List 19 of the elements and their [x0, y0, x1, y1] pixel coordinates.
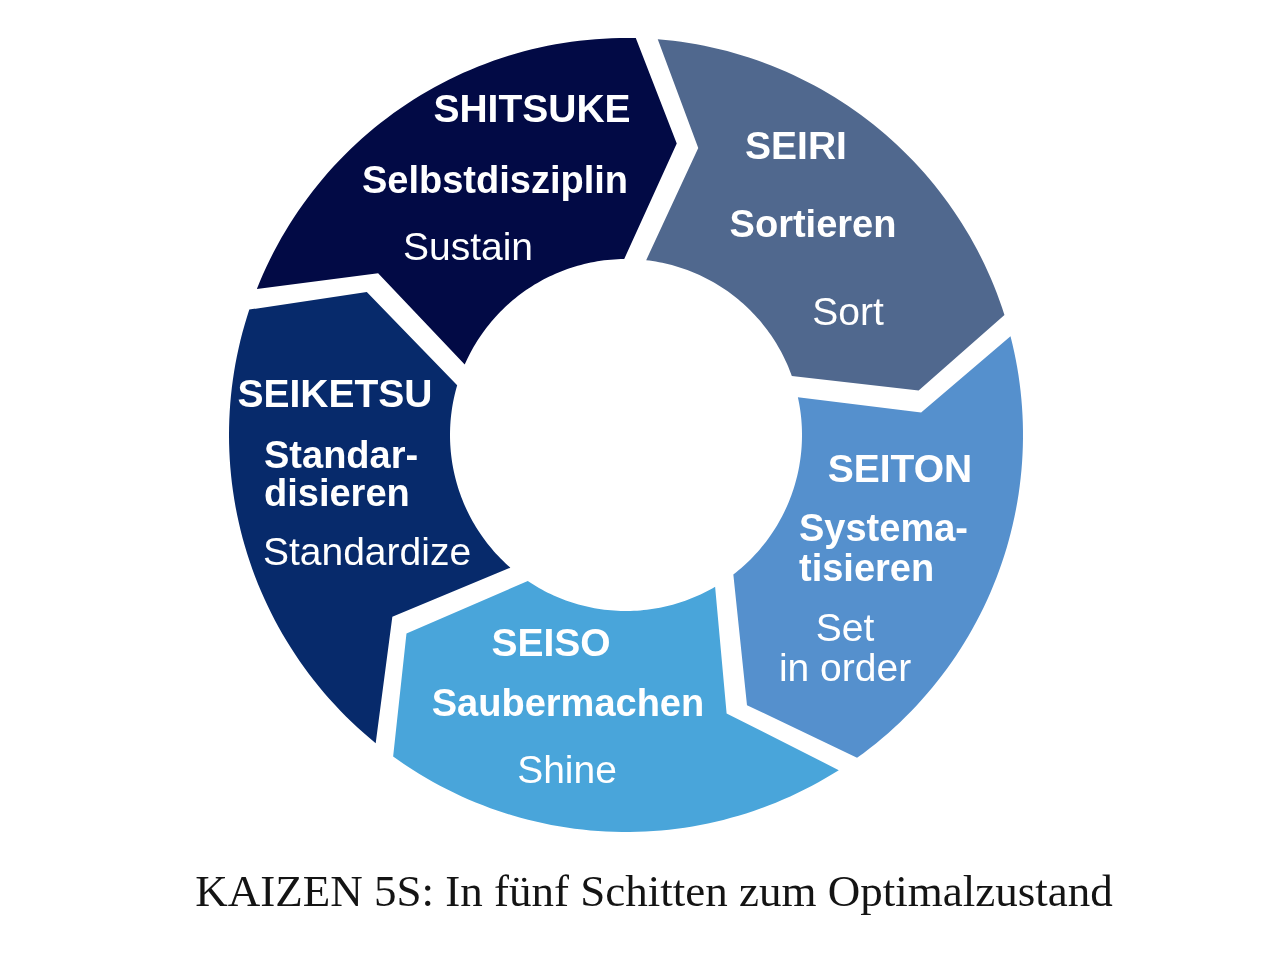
step-term: Selbstdisziplin [362, 158, 628, 202]
cycle-segment [646, 39, 1005, 391]
step-translation: Set in order [778, 608, 912, 688]
step-translation: Sort [812, 288, 884, 334]
step-term: Saubermachen [431, 681, 705, 725]
step-title: SEISO [491, 619, 611, 665]
step-term: Sortieren [729, 202, 897, 246]
diagram-caption: KAIZEN 5S: In fünf Schitten zum Optimalzustand [195, 866, 1113, 918]
step-title: SHITSUKE [433, 85, 631, 131]
step-term: Systema- tisieren [799, 508, 968, 588]
step-title: SEIKETSU [237, 370, 433, 416]
cycle-segment [733, 336, 1023, 758]
step-term: Standar- disieren [264, 436, 419, 512]
step-title: SEITON [827, 445, 973, 491]
step-translation: Sustain [402, 223, 534, 269]
step-title: SEIRI [745, 122, 847, 168]
step-translation: Standardize [262, 528, 472, 574]
step-translation: Shine [517, 746, 617, 792]
cycle-segment [256, 38, 677, 365]
